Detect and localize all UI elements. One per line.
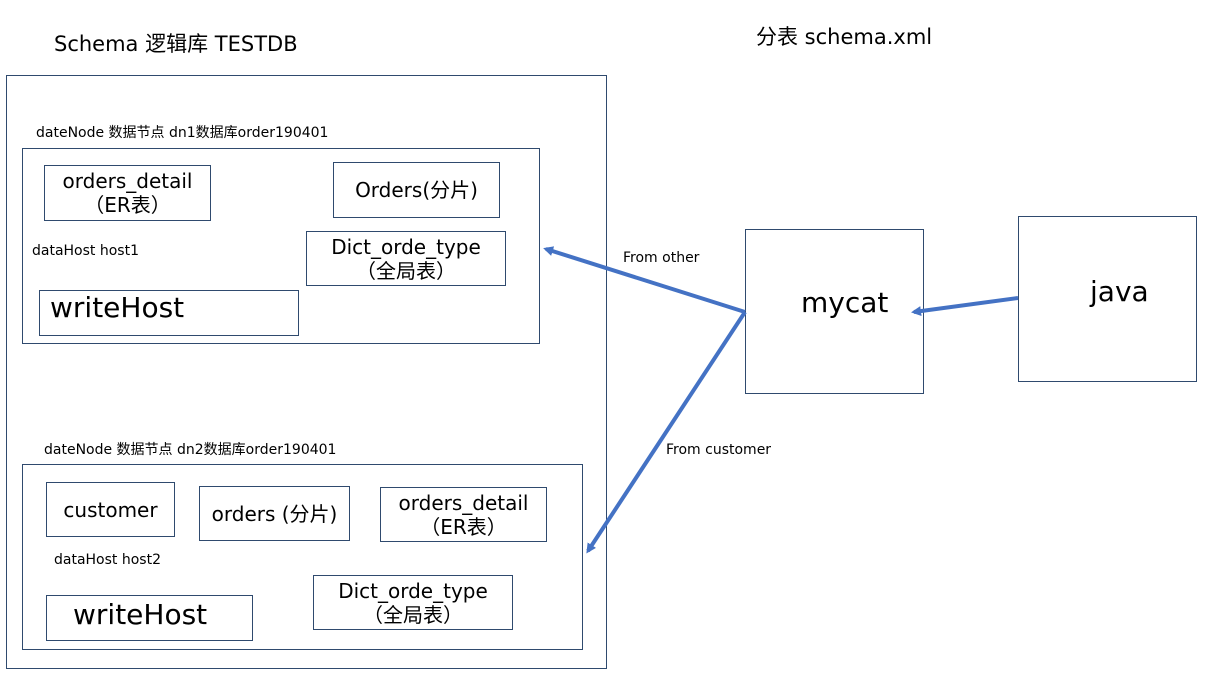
- java-box: java: [1018, 216, 1197, 382]
- arrow-mycat-to-node1: [543, 246, 746, 314]
- node2-orders-name: orders (分片): [211, 501, 338, 526]
- node2-orders-detail-type: （ER表）: [420, 514, 507, 539]
- node1-dict-table: Dict_orde_type （全局表）: [306, 231, 506, 286]
- datanode2-caption: dateNode 数据节点 dn2数据库order190401: [44, 442, 337, 458]
- node1-writehost-label: writeHost: [50, 291, 185, 324]
- node1-orders-name: Orders(分片): [355, 178, 478, 202]
- schema-title: Schema 逻辑库 TESTDB: [54, 32, 298, 56]
- node2-customer-table: customer: [46, 482, 175, 537]
- mycat-label: mycat: [801, 286, 889, 319]
- node2-orders-detail-table: orders_detail （ER表）: [380, 487, 547, 542]
- datanode2-box: [22, 464, 583, 650]
- node1-dict-type: （全局表）: [356, 258, 456, 283]
- node2-dict-type: （全局表）: [363, 602, 463, 627]
- node1-orders-detail-name: orders_detail: [62, 169, 193, 193]
- edge-label-from-other: From other: [623, 250, 700, 266]
- node2-writehost-label: writeHost: [73, 598, 208, 631]
- node2-customer-name: customer: [63, 497, 158, 522]
- node1-writehost: writeHost: [39, 290, 299, 336]
- arrow-mycat-to-node2: [586, 310, 747, 554]
- datanode1-box: [22, 148, 540, 344]
- node1-dict-name: Dict_orde_type: [331, 234, 481, 259]
- schema-container: [6, 75, 607, 669]
- datanode1-caption: dateNode 数据节点 dn1数据库order190401: [36, 125, 329, 141]
- node2-writehost: writeHost: [46, 595, 253, 641]
- node1-orders-detail-table: orders_detail （ER表）: [44, 165, 211, 221]
- node1-orders-table: Orders(分片): [333, 162, 500, 218]
- node2-host-label: dataHost host2: [54, 552, 161, 568]
- node2-dict-name: Dict_orde_type: [338, 578, 488, 603]
- edge-label-from-customer: From customer: [666, 442, 772, 458]
- node1-orders-detail-type: （ER表）: [84, 193, 171, 217]
- node2-orders-detail-name: orders_detail: [398, 490, 529, 515]
- node2-dict-table: Dict_orde_type （全局表）: [313, 575, 513, 630]
- arrow-java-to-mycat: [911, 296, 1019, 317]
- java-label: java: [1090, 275, 1149, 308]
- node1-host-label: dataHost host1: [32, 243, 139, 259]
- node2-orders-table: orders (分片): [199, 486, 350, 541]
- config-title: 分表 schema.xml: [756, 25, 933, 49]
